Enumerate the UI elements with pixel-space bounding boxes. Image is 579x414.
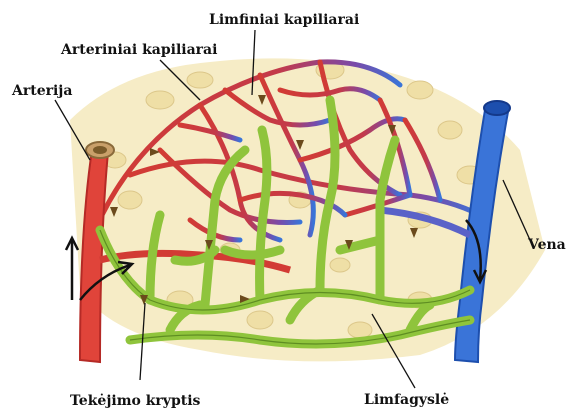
label-limfagysle: Limfagyslė [364, 393, 449, 407]
label-tekejimo-kryptis: Tekėjimo kryptis [70, 394, 200, 408]
vein-opening [484, 101, 510, 115]
label-limfiniai-kapiliarai: Limfiniai kapiliarai [209, 13, 359, 27]
label-arterija: Arterija [12, 84, 72, 98]
label-arteriniai-kapiliarai: Arteriniai kapiliarai [61, 43, 217, 57]
label-vena: Vena [528, 238, 566, 252]
